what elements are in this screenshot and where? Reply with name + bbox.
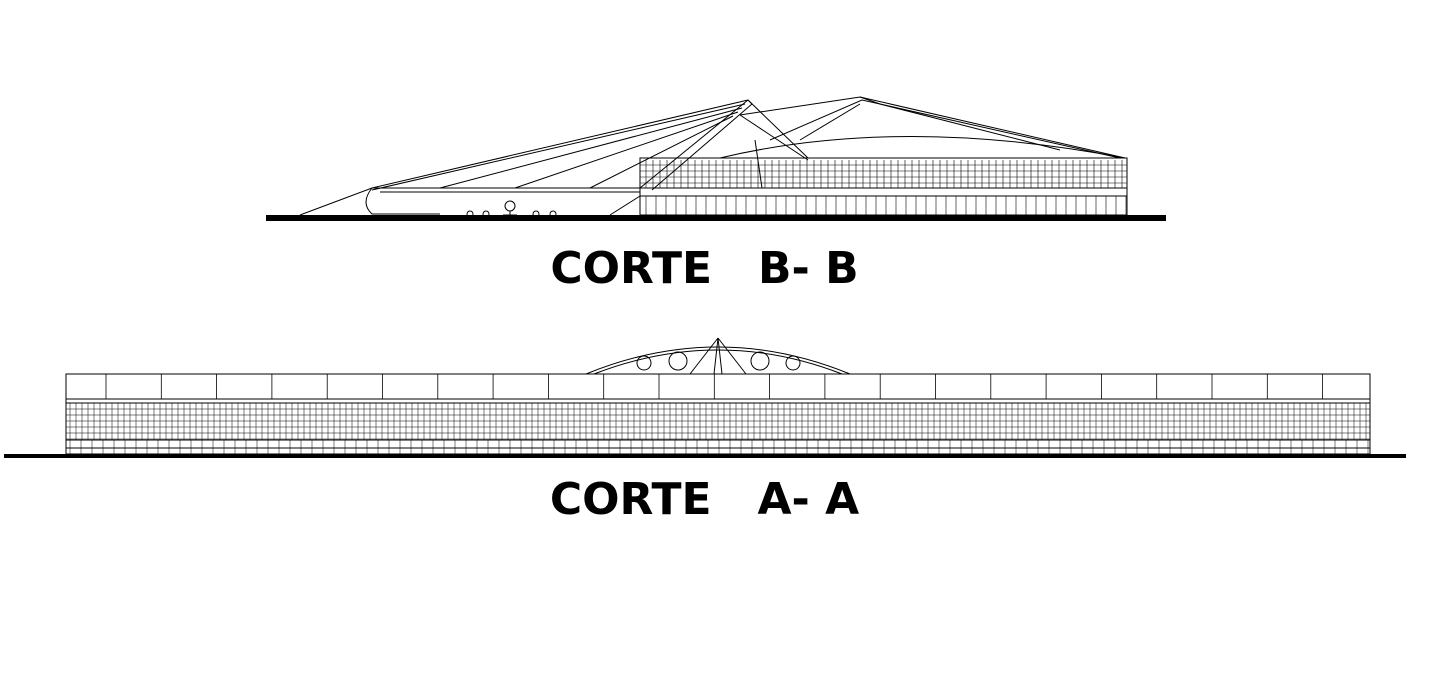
section-b-b-drawing bbox=[266, 96, 1166, 221]
section-a-a-ground-line bbox=[4, 454, 1406, 458]
building-body-b-grid bbox=[640, 160, 1127, 215]
left-tent-roof bbox=[299, 99, 753, 216]
central-arch bbox=[585, 337, 851, 375]
facade-grid bbox=[66, 403, 1370, 454]
roof-bays bbox=[105, 374, 1323, 399]
section-b-b-title: CORTE B- B bbox=[550, 243, 859, 294]
right-dome-roof bbox=[719, 96, 1126, 189]
section-a-a-drawing bbox=[4, 337, 1406, 458]
building-body-b bbox=[609, 157, 1128, 216]
section-b-b-ground-line bbox=[266, 215, 1166, 221]
section-a-a-title: CORTE A- A bbox=[549, 474, 860, 525]
planters bbox=[466, 200, 557, 218]
